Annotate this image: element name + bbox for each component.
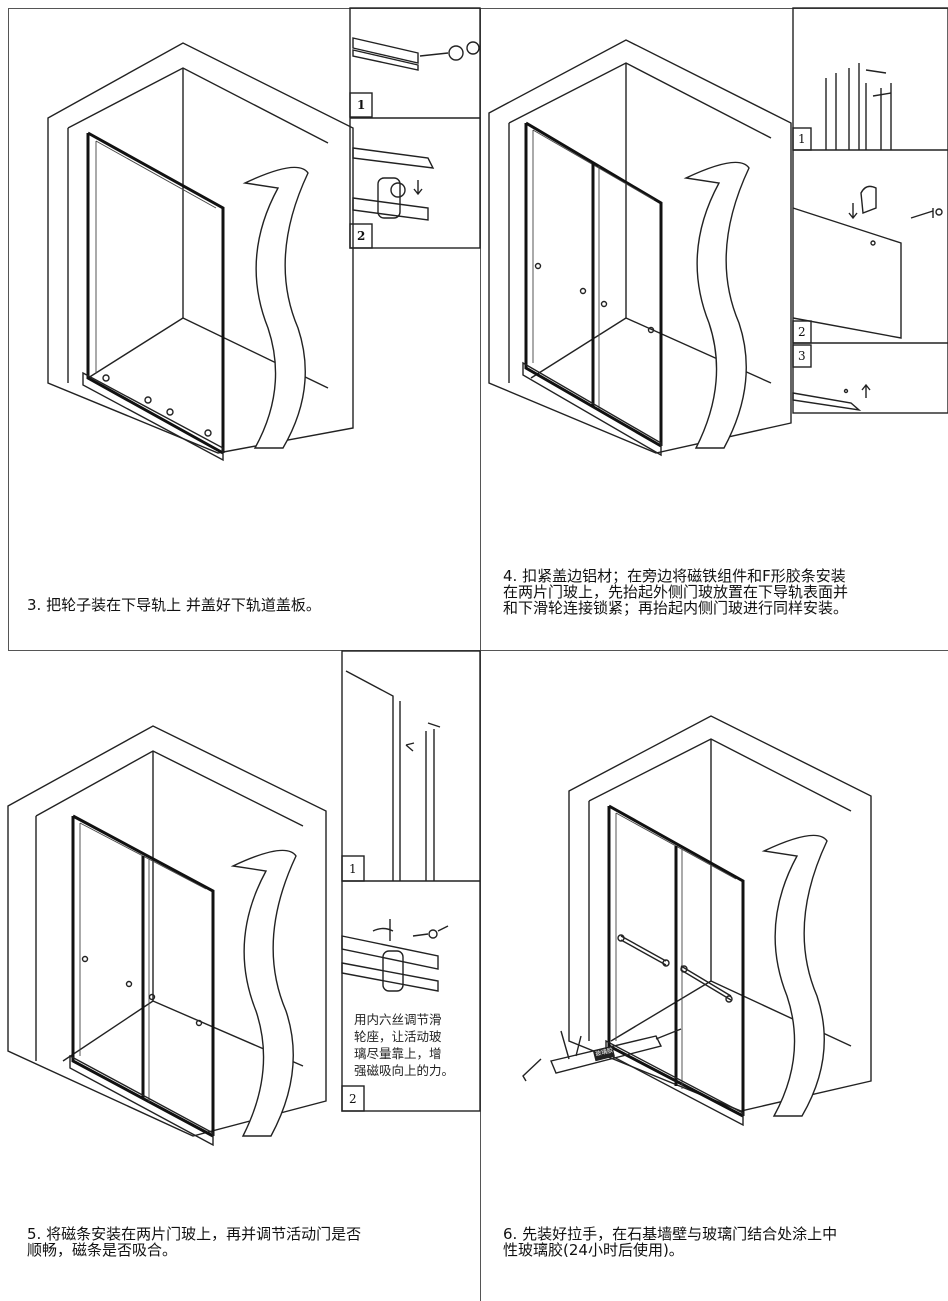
note-line: 强磁吸向上的力。 bbox=[354, 1063, 455, 1078]
caption-line: 顺畅，磁条是否吸合。 bbox=[27, 1241, 178, 1259]
inset-number-2: 2 bbox=[357, 229, 366, 243]
caption-line: 6. 先装好拉手，在石基墙壁与玻璃门结合处涂上中 bbox=[503, 1225, 838, 1243]
step-6-panel: 玻璃胶 6. 先装好拉手，在石基墙壁与玻璃门结合处涂上中 性玻璃胶(24小时后使… bbox=[481, 651, 948, 1301]
adjustment-note: 用内六丝调节滑 轮座，让活动玻 璃尽量靠上，增 强磁吸向上的力。 bbox=[354, 1011, 454, 1079]
caption-line: 和下滑轮连接锁紧；再抬起内侧门玻进行同样安装。 bbox=[503, 599, 849, 617]
step-6-illustration bbox=[522, 715, 872, 1127]
step-5-illustration bbox=[7, 650, 481, 1147]
inset-number-2: 2 bbox=[349, 1092, 357, 1106]
step-4-caption: 4. 扣紧盖边铝材；在旁边将磁铁组件和F形胶条安装 在两片门玻上，先抬起外侧门玻… bbox=[503, 568, 848, 616]
inset-number-1: 1 bbox=[357, 98, 366, 112]
caption-line: 4. 扣紧盖边铝材；在旁边将磁铁组件和F形胶条安装 bbox=[503, 567, 846, 585]
step-4-panel: 1 2 3 4. 扣紧盖边铝材；在旁边将磁铁组件和F形胶条安装 在两片门玻上，先… bbox=[481, 7, 948, 650]
inset-number-1: 1 bbox=[349, 862, 357, 876]
step-5-panel: 1 2 用内六丝调节滑 轮座，让活动玻 璃尽量靠上，增 强磁吸向上的力。 5. … bbox=[7, 650, 481, 1301]
step-5-caption: 5. 将磁条安装在两片门玻上，再并调节活动门是否 顺畅，磁条是否吸合。 bbox=[27, 1226, 361, 1258]
note-line: 用内六丝调节滑 bbox=[354, 1012, 442, 1027]
inset-number-1: 1 bbox=[798, 132, 806, 146]
caption-line: 3. 把轮子装在下导轨上 并盖好下轨道盖板。 bbox=[27, 596, 321, 614]
left-border bbox=[8, 8, 9, 651]
step-3-caption: 3. 把轮子装在下导轨上 并盖好下轨道盖板。 bbox=[27, 597, 321, 613]
caption-line: 5. 将磁条安装在两片门玻上，再并调节活动门是否 bbox=[27, 1225, 362, 1243]
step-4-illustration bbox=[488, 7, 948, 457]
inset-number-2: 2 bbox=[798, 325, 806, 339]
note-line: 璃尽量靠上，增 bbox=[354, 1046, 442, 1061]
step-3-panel: 1 2 3. 把轮子装在下导轨上 并盖好下轨道盖板。 bbox=[8, 7, 481, 650]
caption-line: 在两片门玻上，先抬起外侧门玻放置在下导轨表面并 bbox=[503, 583, 849, 601]
step-6-caption: 6. 先装好拉手，在石基墙壁与玻璃门结合处涂上中 性玻璃胶(24小时后使用)。 bbox=[503, 1226, 837, 1258]
inset-number-3: 3 bbox=[798, 349, 806, 363]
step-3-illustration bbox=[47, 7, 481, 462]
note-line: 轮座，让活动玻 bbox=[354, 1029, 442, 1044]
caption-line: 性玻璃胶(24小时后使用)。 bbox=[503, 1241, 684, 1259]
